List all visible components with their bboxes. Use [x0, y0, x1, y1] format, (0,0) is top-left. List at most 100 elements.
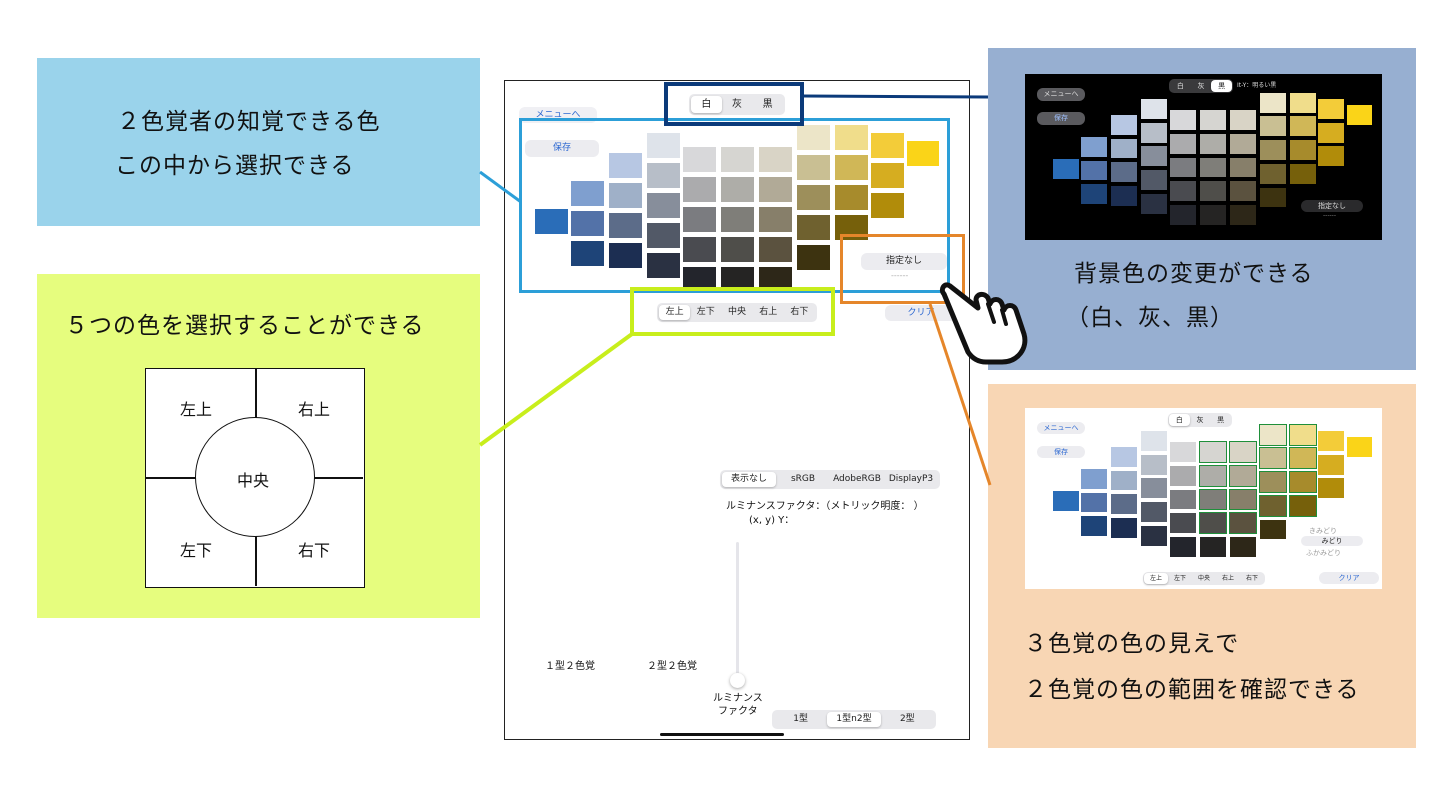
color-swatch[interactable] [1141, 454, 1168, 475]
light-position-bottom-right[interactable]: 右下 [1245, 575, 1258, 582]
color-swatch[interactable] [1289, 140, 1316, 160]
color-swatch[interactable] [1228, 512, 1257, 534]
color-swatch[interactable] [1228, 441, 1257, 463]
color-swatch[interactable] [1318, 146, 1345, 167]
light-save-button[interactable]: 保存 [1037, 446, 1085, 458]
background-tab-white[interactable]: 白 [691, 96, 722, 113]
color-swatch[interactable] [1141, 122, 1168, 143]
color-swatch[interactable] [1199, 133, 1226, 154]
type-tab-1n2[interactable]: 1型n2型 [827, 712, 881, 727]
color-swatch[interactable] [1229, 133, 1256, 154]
color-swatch[interactable] [1199, 204, 1226, 225]
color-swatch[interactable] [1141, 193, 1168, 214]
color-swatch[interactable] [1346, 437, 1372, 458]
dark-save-button[interactable]: 保存 [1037, 112, 1085, 125]
color-swatch[interactable] [1199, 536, 1226, 557]
color-swatch[interactable] [1199, 181, 1226, 201]
color-swatch[interactable] [1229, 536, 1256, 557]
color-swatch[interactable] [1198, 441, 1227, 463]
color-swatch[interactable] [1141, 478, 1168, 499]
light-tab-black[interactable]: 黒 [1217, 416, 1225, 424]
light-menu-button[interactable]: メニューへ [1037, 422, 1085, 434]
color-swatch[interactable] [1288, 471, 1317, 493]
color-swatch[interactable] [1229, 204, 1256, 225]
color-swatch[interactable] [1199, 110, 1226, 130]
color-swatch[interactable] [1081, 469, 1108, 489]
light-tab-white[interactable]: 白 [1169, 414, 1190, 426]
color-swatch[interactable] [1169, 536, 1196, 557]
colorspace-tab-displayp3[interactable]: DisplayP3 [888, 474, 934, 484]
color-swatch[interactable] [1111, 138, 1138, 159]
color-swatch[interactable] [871, 163, 904, 188]
color-swatch[interactable] [1346, 105, 1372, 126]
color-swatch[interactable] [721, 147, 754, 172]
color-swatch[interactable] [1081, 137, 1108, 157]
colorspace-tab-none[interactable]: 表示なし [722, 472, 776, 487]
color-swatch[interactable] [1169, 489, 1196, 510]
color-swatch[interactable] [609, 183, 642, 208]
color-swatch[interactable] [571, 211, 604, 236]
luminance-slider-track[interactable] [736, 542, 739, 682]
color-swatch[interactable] [1141, 525, 1168, 546]
light-clear-button[interactable]: クリア [1319, 572, 1379, 584]
light-position-top-left[interactable]: 左上 [1144, 573, 1168, 584]
color-swatch[interactable] [1259, 519, 1286, 540]
background-color-tabs[interactable]: 白 灰 黒 [689, 94, 785, 115]
color-swatch[interactable] [1288, 447, 1317, 470]
color-swatch[interactable] [1141, 146, 1168, 167]
dark-background-tabs[interactable]: 白 灰 黒 [1169, 79, 1233, 93]
color-swatch[interactable] [1258, 447, 1287, 470]
color-swatch[interactable] [1081, 492, 1108, 513]
background-tab-gray[interactable]: 灰 [732, 99, 742, 110]
colorspace-tab-adobergb[interactable]: AdobeRGB [833, 474, 881, 484]
light-position-tabs[interactable]: 左上 左下 中央 右上 右下 [1143, 572, 1265, 585]
color-swatch[interactable] [759, 237, 792, 262]
colorspace-tabs[interactable]: 表示なし sRGB AdobeRGB DisplayP3 [720, 470, 940, 489]
dark-tab-black[interactable]: 黒 [1211, 80, 1233, 92]
color-swatch[interactable] [759, 207, 792, 232]
color-swatch[interactable] [759, 177, 792, 202]
color-swatch[interactable] [1259, 187, 1286, 208]
color-swatch[interactable] [571, 181, 604, 206]
color-swatch[interactable] [1198, 464, 1227, 487]
background-tab-black[interactable]: 黒 [762, 99, 773, 110]
color-swatch[interactable] [797, 245, 830, 270]
color-swatch[interactable] [1229, 157, 1256, 178]
color-swatch[interactable] [1289, 163, 1316, 184]
color-swatch[interactable] [835, 185, 868, 210]
color-swatch[interactable] [535, 209, 568, 234]
light-tab-gray[interactable]: 灰 [1196, 416, 1204, 424]
color-swatch[interactable] [1258, 494, 1287, 517]
color-swatch[interactable] [1259, 140, 1286, 160]
position-tabs[interactable]: 左上 左下 中央 右上 右下 [657, 303, 817, 322]
position-tab-top-right[interactable]: 右上 [759, 307, 778, 317]
color-swatch[interactable] [571, 241, 604, 266]
luminance-slider-thumb[interactable] [730, 673, 745, 688]
color-swatch[interactable] [609, 153, 642, 178]
color-swatch[interactable] [647, 223, 680, 248]
color-swatch[interactable] [797, 125, 830, 150]
color-swatch[interactable] [1081, 516, 1108, 537]
color-swatch[interactable] [1199, 157, 1226, 178]
position-tab-bottom-right[interactable]: 右下 [790, 307, 809, 317]
color-swatch[interactable] [835, 125, 868, 150]
color-swatch[interactable] [1258, 423, 1287, 446]
color-swatch[interactable] [647, 163, 680, 188]
colorspace-tab-srgb[interactable]: sRGB [790, 474, 816, 484]
color-swatch[interactable] [797, 185, 830, 210]
color-swatch[interactable] [1318, 99, 1345, 119]
color-swatch[interactable] [1141, 170, 1168, 190]
color-swatch[interactable] [1228, 464, 1257, 487]
unspecified-label[interactable]: 指定なし [861, 253, 947, 270]
color-swatch[interactable] [1289, 116, 1316, 137]
color-swatch[interactable] [1081, 160, 1108, 181]
dichromat-type-tabs[interactable]: 1型 1型n2型 2型 [772, 710, 936, 729]
light-background-tabs[interactable]: 白 灰 黒 [1168, 413, 1232, 427]
color-swatch[interactable] [721, 237, 754, 262]
color-swatch[interactable] [1111, 494, 1138, 515]
position-tab-top-left[interactable]: 左上 [659, 305, 691, 320]
color-swatch[interactable] [1169, 513, 1196, 533]
color-swatch[interactable] [1169, 110, 1196, 130]
color-swatch[interactable] [907, 141, 939, 166]
color-swatch[interactable] [721, 177, 754, 202]
